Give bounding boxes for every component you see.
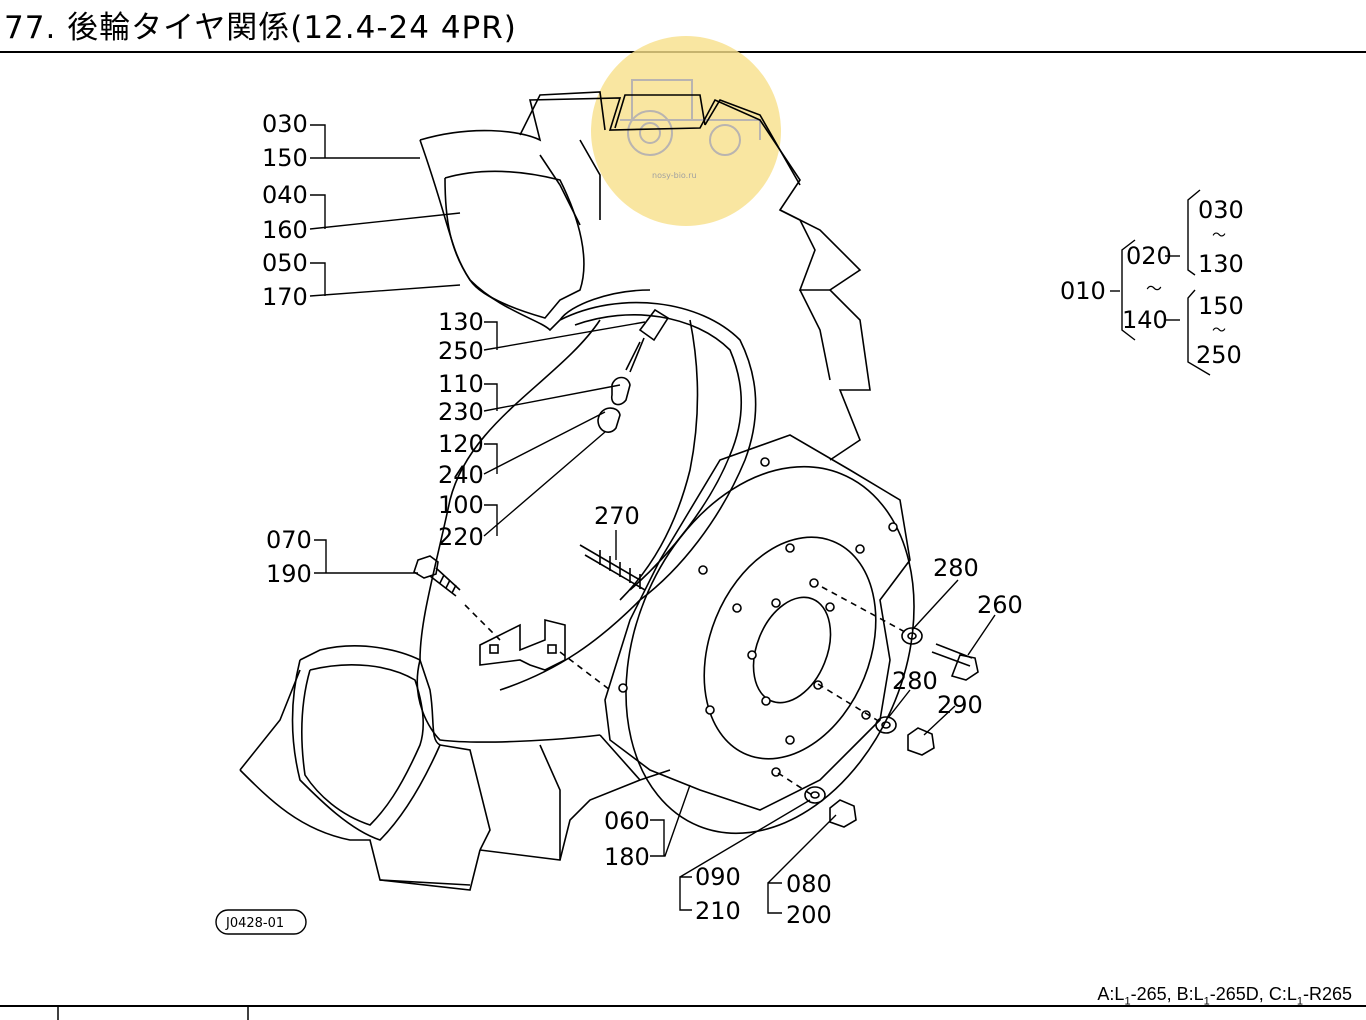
- callout-060: 060: [604, 807, 650, 835]
- callout-lines: [309, 124, 996, 914]
- callout-270: 270: [594, 502, 640, 530]
- watermark-logo: nosy-bio.ru: [591, 36, 781, 226]
- callout-180: 180: [604, 843, 650, 871]
- model-b: B:L: [1176, 984, 1204, 1004]
- callout-260: 260: [977, 591, 1023, 619]
- callout-050: 050: [262, 249, 308, 277]
- legend-150: 150: [1198, 292, 1244, 320]
- assembly-tree-lines: [1110, 189, 1211, 376]
- legend-250: 250: [1196, 341, 1242, 369]
- callout-080: 080: [786, 870, 832, 898]
- callout-labels: 030 150 040 160 050 170 130 250 110 230 …: [262, 110, 1023, 929]
- rear-tire: [239, 91, 979, 891]
- callout-170: 170: [262, 283, 308, 311]
- callout-120: 120: [438, 430, 484, 458]
- figure-id-badge: J0428-01: [215, 909, 307, 935]
- callout-160: 160: [262, 216, 308, 244]
- callout-240: 240: [438, 461, 484, 489]
- callout-280-upper: 280: [933, 554, 979, 582]
- callout-220: 220: [438, 523, 484, 551]
- callout-290: 290: [937, 691, 983, 719]
- model-footer: A:L1-265, B:L1-265D, C:L1-R265: [1097, 984, 1352, 1008]
- legend-tilde-1: 〜: [1146, 279, 1162, 298]
- callout-210: 210: [695, 897, 741, 925]
- legend-130: 130: [1198, 250, 1244, 278]
- callout-190: 190: [266, 560, 312, 588]
- callout-130: 130: [438, 308, 484, 336]
- watermark-text: nosy-bio.ru: [652, 171, 697, 180]
- callout-250: 250: [438, 337, 484, 365]
- callout-150: 150: [262, 144, 308, 172]
- callout-070: 070: [266, 526, 312, 554]
- legend-010: 010: [1060, 277, 1106, 305]
- legend-020: 020: [1126, 242, 1172, 270]
- callout-030: 030: [262, 110, 308, 138]
- callout-200: 200: [786, 901, 832, 929]
- callout-040: 040: [262, 181, 308, 209]
- callout-280-lower: 280: [892, 667, 938, 695]
- page-title: 77. 後輪タイヤ関係(12.4-24 4PR): [4, 10, 517, 46]
- model-c: C:L: [1268, 984, 1297, 1004]
- assembly-tree-labels: 010 020 〜 140 030 〜 130 150 〜 250: [1060, 196, 1244, 369]
- callout-110: 110: [438, 370, 484, 398]
- legend-tilde-2: 〜: [1212, 228, 1226, 244]
- callout-100: 100: [438, 491, 484, 519]
- figure-id: J0428-01: [225, 916, 284, 931]
- legend-030: 030: [1198, 196, 1244, 224]
- legend-140: 140: [1122, 306, 1168, 334]
- callout-090: 090: [695, 863, 741, 891]
- legend-tilde-3: 〜: [1212, 323, 1226, 339]
- callout-230: 230: [438, 398, 484, 426]
- model-a: A:L: [1097, 984, 1125, 1004]
